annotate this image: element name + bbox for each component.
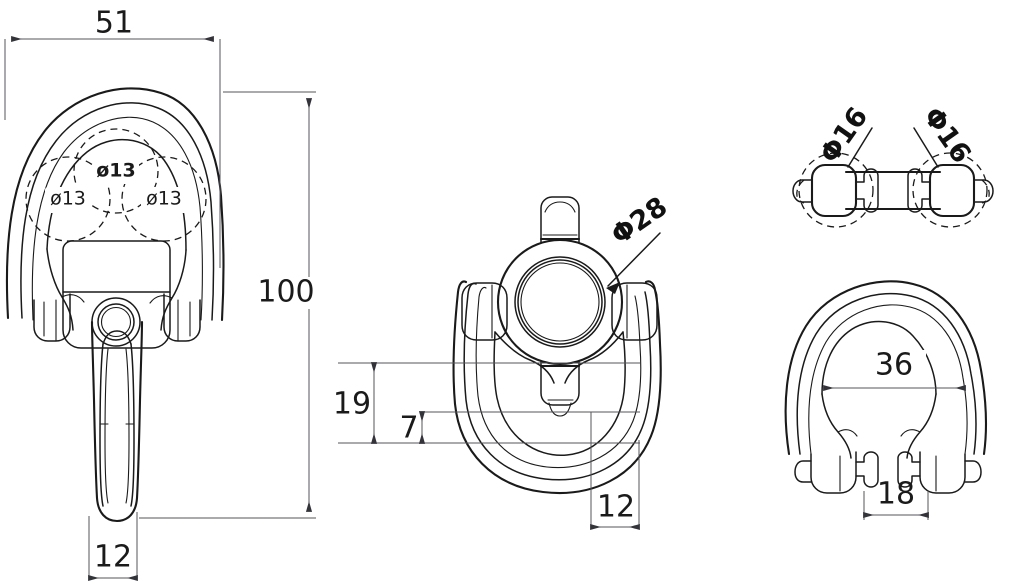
dimension-19-label: 19 (333, 387, 371, 422)
pin-circle-right (912, 152, 988, 228)
bottom-view-feet (794, 451, 982, 494)
dimension-51-label: 51 (95, 6, 133, 41)
diameter-16-right-label: Φ16 (917, 102, 977, 169)
dimension-7-label: 7 (399, 411, 418, 446)
side-view-cup (493, 331, 626, 456)
side-view-boss (496, 238, 624, 366)
hole-center-circle (73, 128, 159, 214)
hole-right-label: ø13 (146, 188, 182, 210)
top-view-body (792, 163, 994, 218)
dimension-36-label: 36 (875, 348, 913, 383)
front-view-legs (33, 293, 201, 342)
hole-left-label: ø13 (50, 188, 86, 210)
side-view-bottom-stud (539, 361, 581, 417)
diameter-28-callout: Φ28 (606, 191, 673, 294)
dimension-51: 51 (4, 6, 221, 268)
dimension-18-label: 18 (877, 477, 915, 512)
front-view-base-plate (62, 291, 171, 349)
dimension-18: 18 (863, 477, 929, 520)
front-view-saddle (62, 240, 171, 293)
dimension-7: 7 (399, 411, 640, 446)
diameter-16-left-label: Φ16 (814, 102, 874, 169)
bottom-view-shell (784, 280, 988, 456)
front-view-tongue (90, 297, 144, 523)
side-view-shell (452, 280, 662, 494)
top-view-pin-circles (798, 152, 988, 228)
hole-right-circle (121, 156, 207, 242)
side-view: Φ28 19 7 12 (333, 191, 673, 531)
front-view: ø13 ø13 ø13 51 100 (4, 6, 318, 582)
side-view-ears (461, 282, 658, 341)
front-view-holes: ø13 ø13 ø13 (25, 128, 207, 242)
dimension-36: 36 (823, 348, 966, 392)
hole-center-label: ø13 (96, 160, 136, 182)
diameter-28-label: Φ28 (606, 191, 673, 251)
dimension-12-front-label: 12 (94, 540, 132, 575)
dimension-19: 19 (333, 362, 640, 444)
pin-circle-left (798, 152, 874, 228)
dimension-12-front: 12 (88, 512, 138, 582)
hole-left-circle (25, 156, 111, 242)
front-view-body (5, 87, 225, 322)
top-view: Φ16 Φ16 (792, 102, 994, 228)
diameter-16-left-callout: Φ16 (814, 102, 874, 169)
dimension-12-side: 12 (590, 412, 640, 531)
bottom-view-cavity (821, 320, 937, 459)
dimension-100: 100 (139, 91, 318, 519)
bottom-view: 36 18 (784, 280, 988, 520)
side-view-top-stud (539, 196, 581, 244)
diameter-16-right-callout: Φ16 (913, 102, 977, 169)
dimension-12-side-label: 12 (597, 490, 635, 525)
dimension-100-label: 100 (257, 275, 314, 310)
